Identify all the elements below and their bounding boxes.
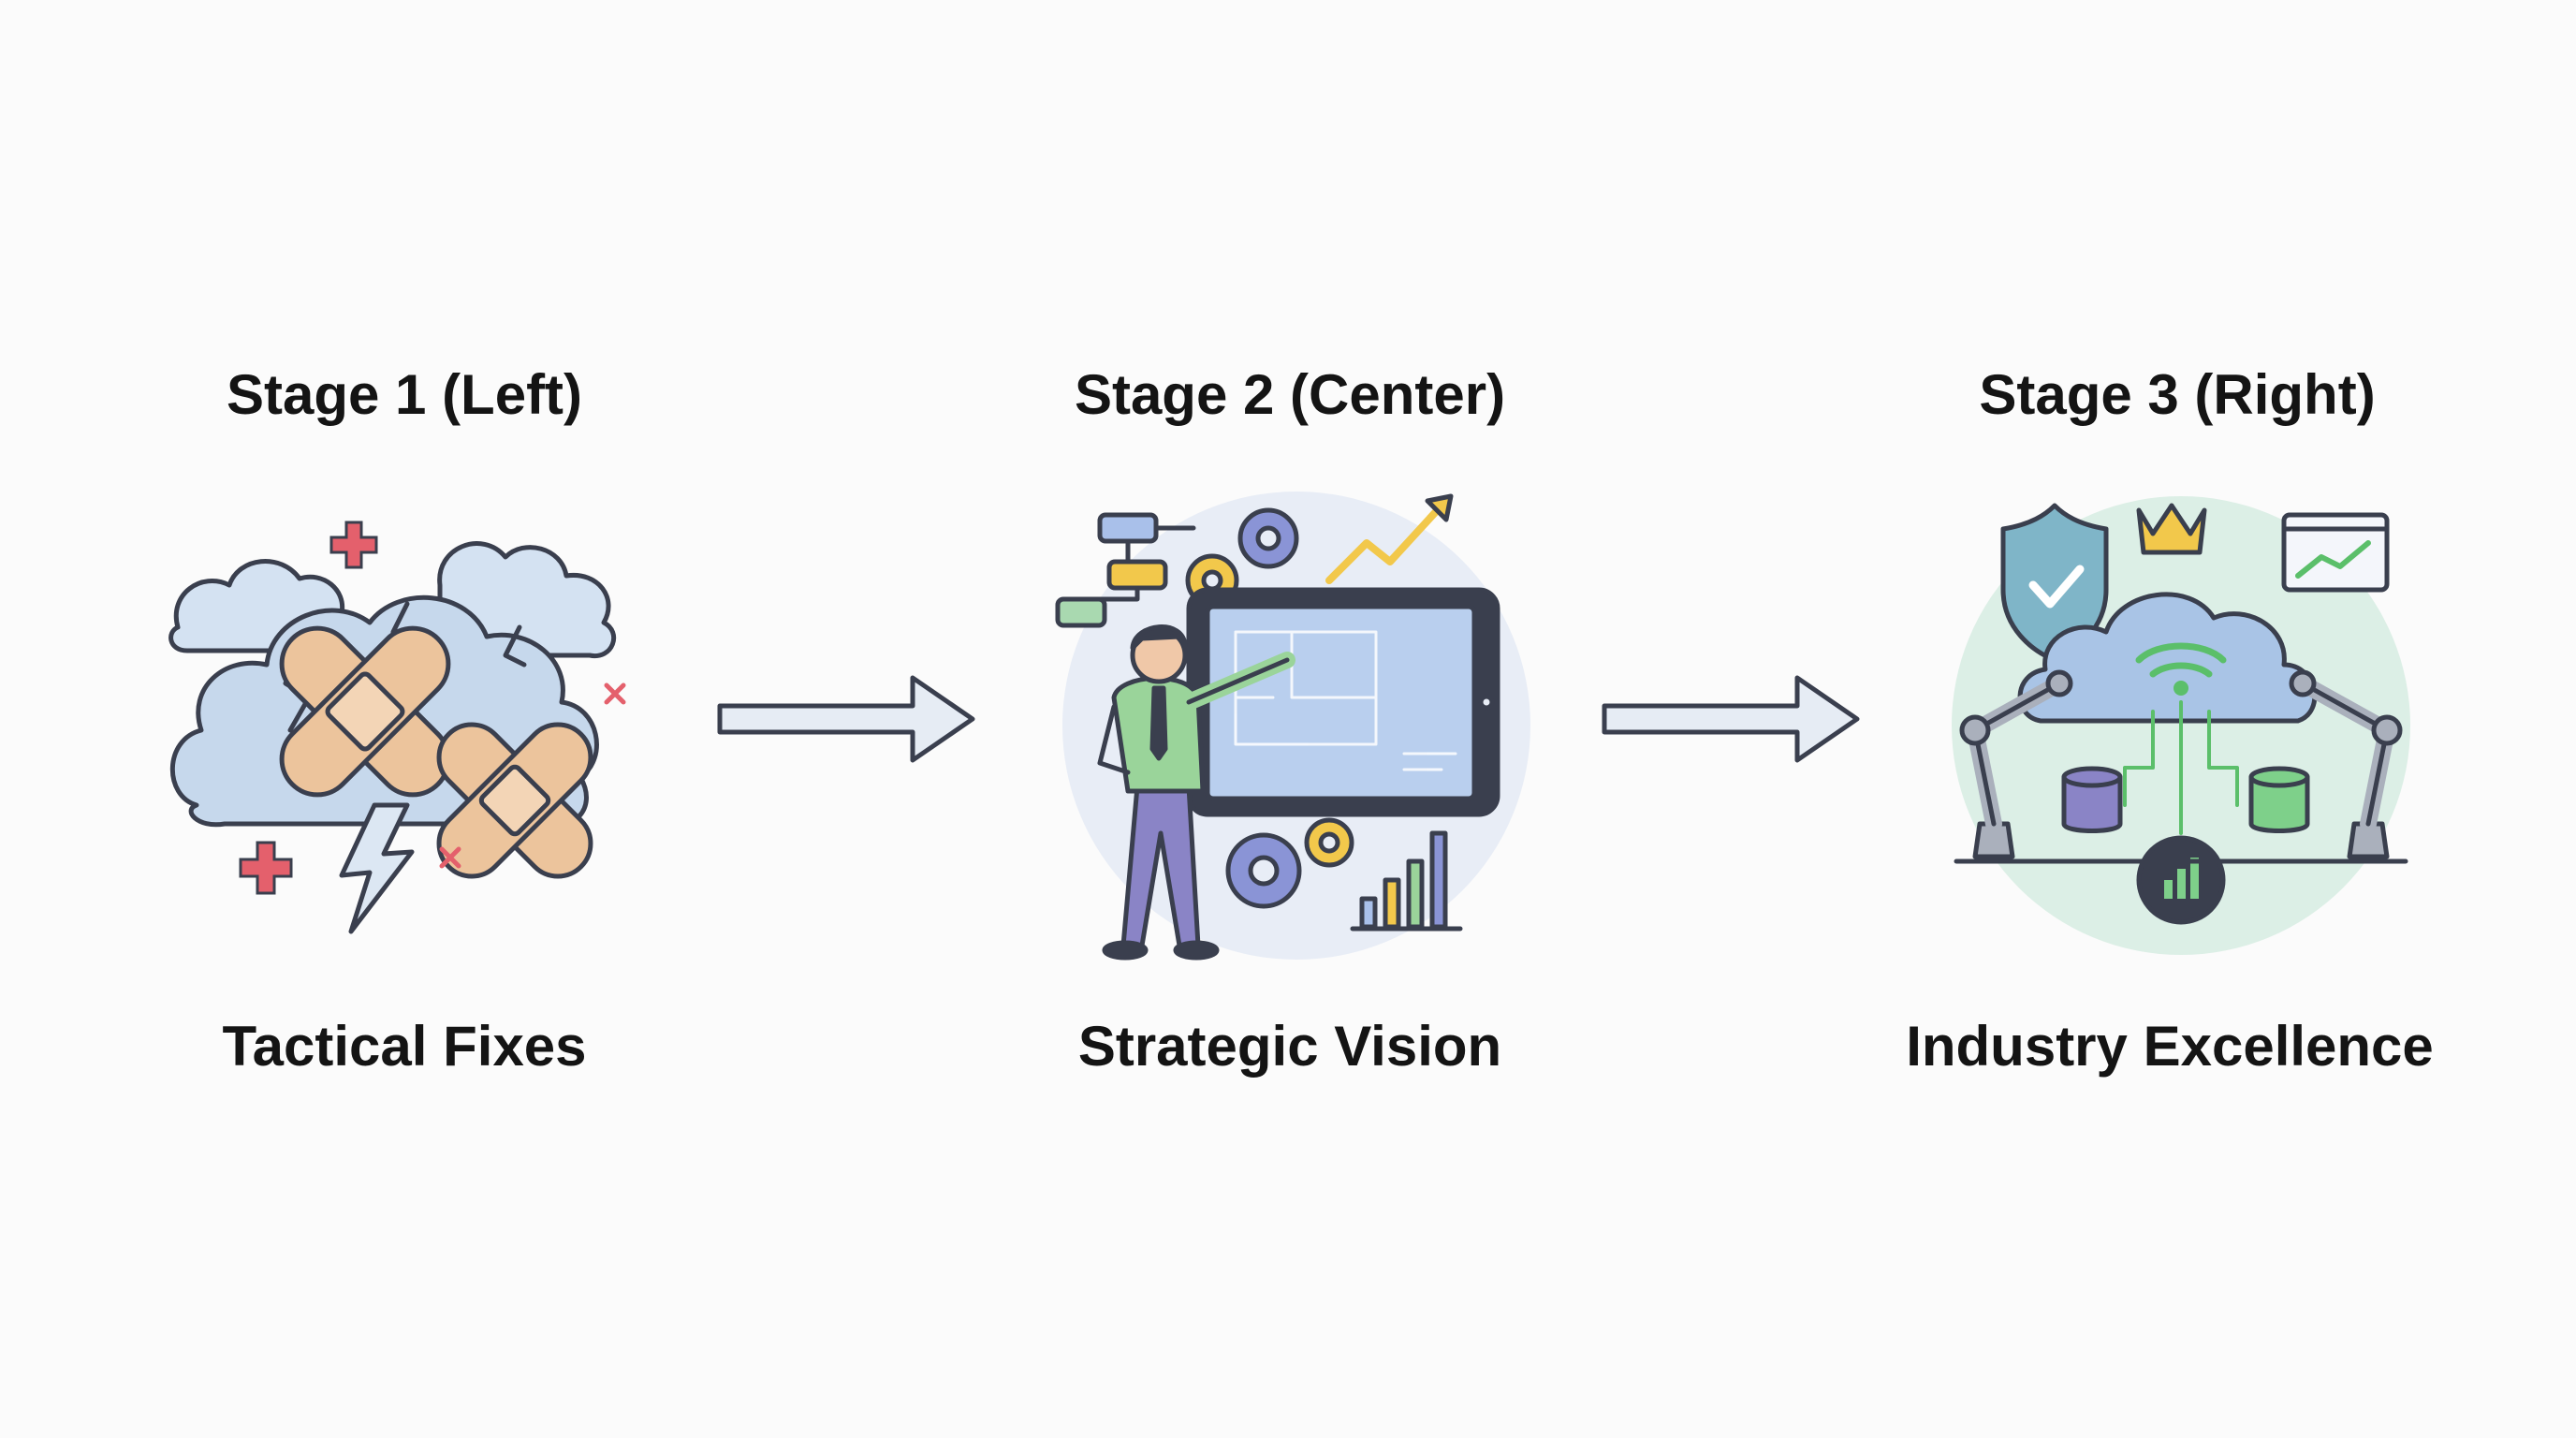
signal-badge-icon [2136, 835, 2226, 925]
stage-1-title: Stage 1 (Left) [226, 363, 583, 426]
robot-arm-icon [2289, 669, 2403, 859]
growth-chart-window-icon [2281, 512, 2390, 593]
bar-chart-icon [1350, 830, 1463, 932]
shield-check-icon [2000, 503, 2109, 663]
crack [503, 624, 527, 668]
trend-arrow-icon [1325, 502, 1445, 584]
stage-2-caption: Strategic Vision [1077, 1015, 1502, 1078]
bandage-icon [279, 625, 451, 798]
bandage-icon [436, 722, 593, 879]
strategy-presentation-illustration [1055, 492, 1530, 961]
progress-arrow-1 [717, 675, 975, 763]
storm-bandage-illustration [168, 521, 626, 934]
progress-arrow-2 [1602, 675, 1860, 763]
database-icon [2248, 766, 2310, 833]
stage-2-title: Stage 2 (Center) [1074, 363, 1506, 426]
crown-icon [2136, 503, 2207, 555]
medical-cross-icon [239, 521, 378, 895]
wifi-icon [2135, 642, 2227, 678]
stage-3-title: Stage 3 (Right) [1979, 363, 2376, 426]
flowchart-icon [1055, 512, 1196, 628]
stage-3-caption: Industry Excellence [1906, 1015, 2434, 1078]
person-icon [1097, 624, 1295, 961]
database-icon [2061, 766, 2123, 833]
network-cloud-icon [2017, 592, 2318, 724]
cloud-excellence-illustration [1952, 496, 2410, 955]
stage-1-caption: Tactical Fixes [222, 1015, 587, 1078]
x-mark-icon [439, 682, 626, 869]
lightning-bolt-icon [339, 802, 415, 934]
robot-arm-icon [1959, 669, 2073, 859]
